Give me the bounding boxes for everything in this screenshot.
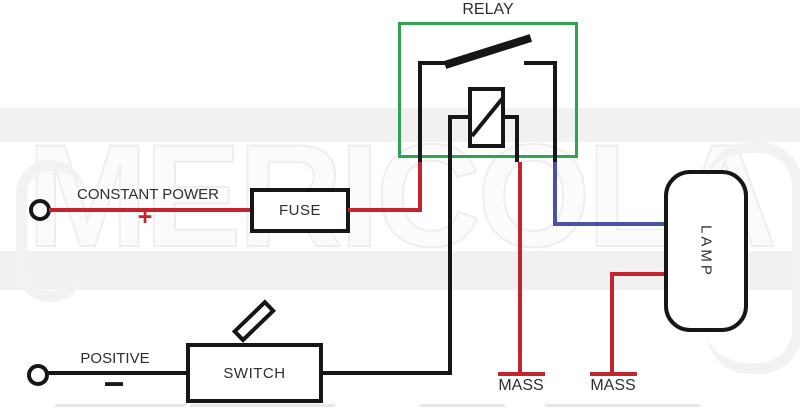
relay-coil-lead-right-down: [515, 115, 519, 162]
relay-output-wire-to-lamp: [553, 222, 666, 226]
relay-coil-lead-left: [448, 115, 468, 119]
relay-contact-left-lead: [418, 61, 422, 162]
watermark-strip: [55, 404, 185, 407]
watermark-bracket-right: [706, 142, 800, 374]
fuse-label: FUSE: [278, 202, 321, 219]
positive-label: POSITIVE: [80, 350, 150, 367]
switch-to-relay-wire: [323, 371, 452, 375]
coil-to-ground-wire: [518, 162, 522, 372]
switch-lever: [231, 299, 277, 343]
watermark-strip: [420, 404, 505, 407]
relay-coil-lead-left-down: [448, 115, 452, 162]
power-input-terminal: [29, 199, 51, 221]
fuse-box: FUSE: [250, 188, 350, 233]
lamp-label: LAMP: [697, 224, 715, 278]
switch-label: SWITCH: [223, 364, 286, 382]
constant-power-label: CONSTANT POWER: [77, 186, 219, 203]
relay-fixed-contact-right: [524, 61, 556, 65]
relay-power-pin-wire: [418, 162, 422, 212]
ground-symbol-right: [590, 372, 637, 376]
relay-coil-lead-right: [505, 115, 519, 119]
mass-label-right: MASS: [590, 377, 636, 394]
relay-output-wire-vertical: [553, 162, 557, 226]
watermark-text: MERICOLA: [26, 114, 779, 277]
relay-fixed-contact-left: [418, 61, 452, 65]
lamp-to-ground-wire-horizontal: [610, 272, 664, 276]
ground-symbol-left: [498, 372, 545, 376]
watermark-strip: [190, 404, 335, 407]
fuse-to-relay-wire: [348, 208, 422, 212]
switch-input-terminal: [27, 364, 49, 386]
lamp-box: LAMP: [664, 170, 748, 332]
relay-contact-right-lead: [553, 61, 557, 162]
relay-box: [398, 22, 578, 158]
mass-label-left: MASS: [498, 377, 544, 394]
switch-box: SWITCH: [186, 343, 323, 403]
constant-power-wire: [49, 208, 250, 212]
relay-label: RELAY: [462, 1, 514, 18]
watermark-strip: [545, 404, 700, 407]
lamp-to-ground-wire-vertical: [610, 272, 614, 372]
coil-to-switch-wire: [448, 162, 452, 375]
watermark-bracket-left: [16, 160, 85, 302]
positive-wire: [47, 371, 186, 375]
